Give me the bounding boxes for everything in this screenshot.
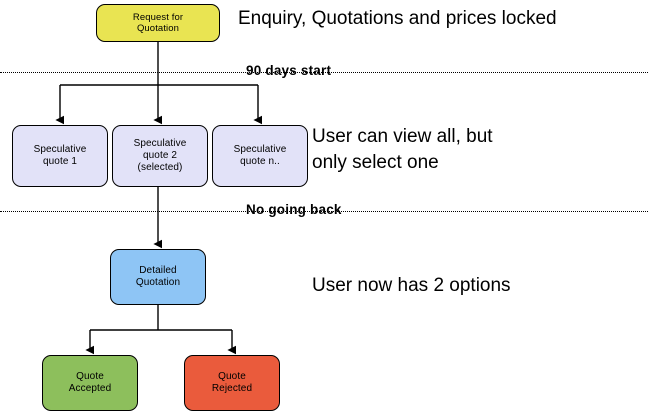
phase-separator-line-1 <box>0 72 648 73</box>
phase-label-no-going-back: No going back <box>246 202 342 217</box>
phase-label-90-days-start: 90 days start <box>246 63 332 78</box>
node-quote-rejected-label: Quote Rejected <box>211 371 253 394</box>
node-speculative-quote-1[interactable]: Speculative quote 1 <box>12 125 108 187</box>
node-request-for-quotation-label: Request for Quotation <box>132 11 184 34</box>
node-speculative-quote-n[interactable]: Speculative quote n.. <box>212 125 308 187</box>
node-speculative-quote-2-label: Speculative quote 2 (selected) <box>133 138 187 173</box>
node-detailed-quotation[interactable]: Detailed Quotation <box>110 249 206 305</box>
node-quote-accepted[interactable]: Quote Accepted <box>42 355 138 411</box>
node-request-for-quotation[interactable]: Request for Quotation <box>96 4 220 42</box>
phase-separator-line-2 <box>0 211 648 212</box>
node-quote-accepted-label: Quote Accepted <box>68 371 112 394</box>
annotation-user-has-two-options: User now has 2 options <box>312 275 511 296</box>
node-quote-rejected[interactable]: Quote Rejected <box>184 355 280 411</box>
node-speculative-quote-2-selected[interactable]: Speculative quote 2 (selected) <box>112 125 208 187</box>
node-speculative-quote-1-label: Speculative quote 1 <box>33 144 87 167</box>
annotation-enquiry-prices-locked: Enquiry, Quotations and prices locked <box>238 8 557 29</box>
annotation-user-can-view-all: User can view all, but only select one <box>312 126 493 173</box>
node-speculative-quote-n-label: Speculative quote n.. <box>233 144 287 167</box>
node-detailed-quotation-label: Detailed Quotation <box>135 265 181 288</box>
